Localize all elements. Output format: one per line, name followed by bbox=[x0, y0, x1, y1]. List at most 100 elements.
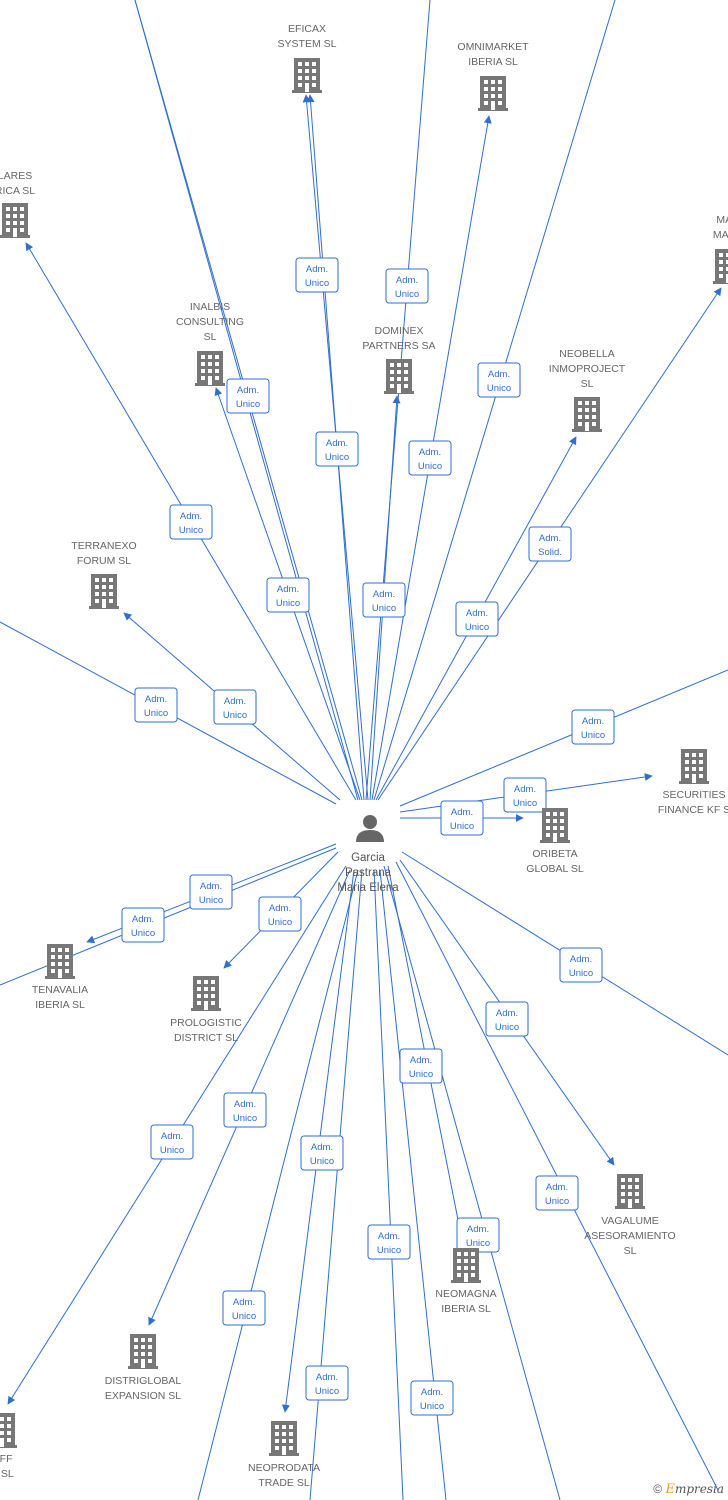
edge-label-frame bbox=[226, 378, 270, 414]
edge-line-neomagna bbox=[383, 865, 561, 1500]
building-icon bbox=[89, 574, 119, 609]
edge-label-box[interactable]: Adm.Unico bbox=[300, 1135, 344, 1171]
company-name-text: DISTRICT SL bbox=[174, 1032, 238, 1044]
edge-label-box[interactable]: Adm.Unico bbox=[477, 362, 521, 398]
edge-role-text: Unico bbox=[233, 1113, 257, 1124]
edge-role-text: Adm. bbox=[234, 1099, 256, 1110]
edge-label-box[interactable]: Adm.Unico bbox=[258, 896, 302, 932]
edge-label-box[interactable]: Adm.Unico bbox=[385, 268, 429, 304]
edge-label-frame bbox=[169, 504, 213, 540]
company-node-mark[interactable]: MARMARK bbox=[713, 214, 728, 284]
person-icon bbox=[356, 815, 384, 842]
edge-label-box[interactable]: Adm.Unico bbox=[362, 582, 406, 618]
edge-role-text: Unico bbox=[236, 399, 260, 410]
edge-label-box[interactable]: Adm.Unico bbox=[571, 709, 615, 745]
edge-role-text: Adm. bbox=[180, 511, 202, 522]
edge-label-box[interactable]: Adm.Unico bbox=[121, 907, 165, 943]
edge-label-frame bbox=[315, 431, 359, 467]
edge-label-box[interactable]: Adm. Unico bbox=[455, 601, 499, 637]
company-name-text: DISTRIGLOBAL bbox=[105, 1375, 182, 1387]
edge-label-box[interactable]: Adm.Unico bbox=[305, 1365, 349, 1401]
edge-label-box[interactable]: Adm. Unico bbox=[223, 1092, 267, 1128]
edge-label-box[interactable]: Adm.Unico bbox=[226, 378, 270, 414]
edge-label-box[interactable]: Adm.Unico bbox=[456, 1217, 500, 1253]
edge-role-text: Adm. bbox=[466, 608, 488, 619]
company-name-text: MAR bbox=[716, 214, 728, 226]
building-icon bbox=[292, 58, 322, 93]
company-name-text: INMOPROJECT bbox=[549, 363, 626, 375]
building-icon bbox=[540, 808, 570, 843]
company-name-text: IBERIA SL bbox=[468, 56, 518, 68]
company-node-prologistic[interactable]: PROLOGISTIC DISTRICT SL bbox=[170, 976, 242, 1044]
edge-label-box[interactable]: Adm.Unico bbox=[222, 1290, 266, 1326]
edge-label-box[interactable]: Adm.Unico bbox=[367, 1224, 411, 1260]
edge-role-text: Unico bbox=[310, 1156, 334, 1167]
company-name-text: INALBIS bbox=[190, 301, 230, 313]
center-name-line: Pastrana bbox=[345, 867, 392, 879]
company-name-text: FINANCE KF S bbox=[658, 804, 728, 816]
edge-label-box[interactable]: Adm. Unico bbox=[189, 874, 233, 910]
company-name-text: CONSULTING bbox=[176, 316, 244, 328]
center-name-line: Maria Elena bbox=[337, 882, 399, 894]
edge-label-box[interactable]: Adm.Unico bbox=[408, 440, 452, 476]
edge-role-text: Adm. bbox=[200, 881, 222, 892]
edge-label-frame bbox=[485, 1001, 529, 1037]
company-node-solares[interactable]: LARESRICA SL bbox=[0, 170, 35, 238]
edge-label-box[interactable]: Adm.Unico bbox=[503, 777, 547, 813]
edge-label-box[interactable]: Adm.Unico bbox=[440, 800, 484, 836]
building-icon bbox=[572, 397, 602, 432]
edge-role-text: Adm. bbox=[269, 903, 291, 914]
edge-label-box[interactable]: Adm.Unico bbox=[410, 1380, 454, 1416]
edge-label-box[interactable]: Adm.Solid. bbox=[528, 526, 572, 562]
edge-label-box[interactable]: Adm.Unico bbox=[485, 1001, 529, 1037]
edge-label-box[interactable]: Adm.Unico bbox=[150, 1124, 194, 1160]
edge-label-box[interactable]: Adm.Unico bbox=[169, 504, 213, 540]
edge-label-box[interactable]: Adm.Unico bbox=[134, 687, 178, 723]
building-icon bbox=[191, 976, 221, 1011]
company-node-securities[interactable]: SECURITIES FINANCE KF S bbox=[658, 749, 728, 816]
edge-label-box[interactable]: Adm.Unico bbox=[266, 577, 310, 613]
edge-role-text: Adm. bbox=[582, 716, 604, 727]
edge-label-box[interactable]: Adm.Unico bbox=[213, 689, 257, 725]
building-icon bbox=[451, 1248, 481, 1283]
company-name-text: SECURITIES bbox=[662, 789, 725, 801]
company-name-text: OMNIMARKET bbox=[457, 41, 529, 53]
edge-label-box[interactable]: Adm.Unico bbox=[535, 1175, 579, 1211]
edge-role-text: Unico bbox=[199, 895, 223, 906]
company-name-text: RICA SL bbox=[0, 185, 35, 197]
edge-line-bottom-offscreen-3 bbox=[373, 869, 404, 1500]
edge-label-frame bbox=[559, 947, 603, 983]
edge-label-frame bbox=[455, 601, 499, 637]
company-name-text: DOMINEX bbox=[374, 325, 423, 337]
company-name-text: SL bbox=[581, 378, 594, 390]
edge-label-box[interactable]: Adm.Unico bbox=[559, 947, 603, 983]
edge-role-text: Unico bbox=[377, 1245, 401, 1256]
edge-label-box[interactable]: Adm.Unico bbox=[315, 431, 359, 467]
edge-label-box[interactable]: Adm.Unico bbox=[399, 1048, 443, 1084]
edge-label-frame bbox=[258, 896, 302, 932]
edge-role-text: Unico bbox=[315, 1386, 339, 1397]
edge-role-text: Adm. bbox=[306, 264, 328, 275]
edge-label-frame bbox=[300, 1135, 344, 1171]
company-name-text: GLOBAL SL bbox=[526, 863, 584, 875]
company-name-text: PROLOGISTIC bbox=[170, 1017, 242, 1029]
edge-label-frame bbox=[528, 526, 572, 562]
edge-line-bottom-offscreen bbox=[197, 869, 359, 1500]
edge-label-box[interactable]: Adm.Unico bbox=[295, 257, 339, 293]
edge-role-text: Unico bbox=[465, 622, 489, 633]
edge-role-text: Adm. bbox=[145, 694, 167, 705]
company-node-off[interactable]: OFFN SL bbox=[0, 1413, 17, 1480]
company-node-omnimarket[interactable]: OMNIMARKET IBERIA SL bbox=[457, 41, 529, 111]
